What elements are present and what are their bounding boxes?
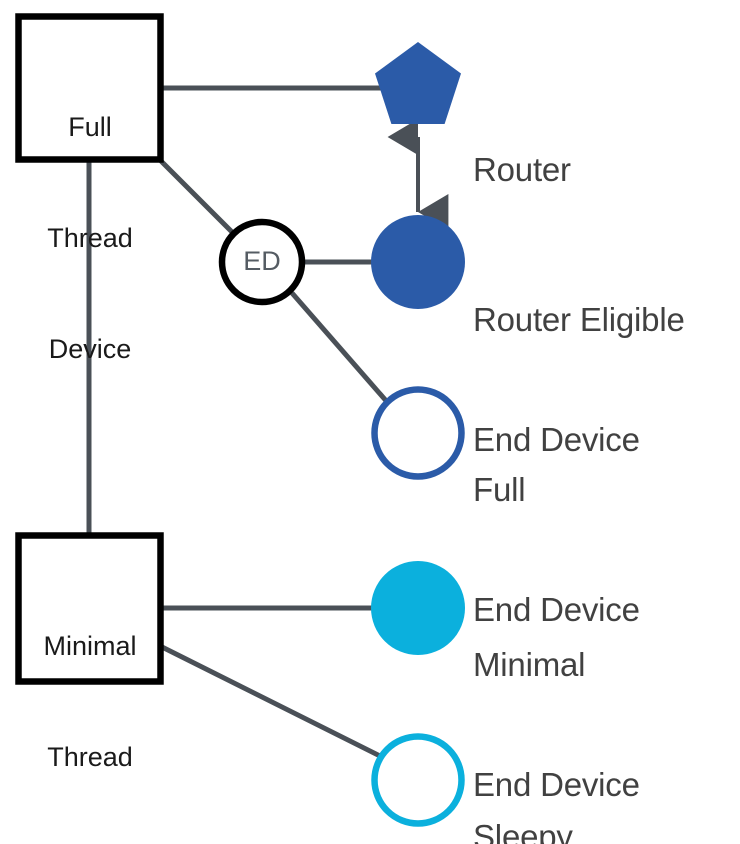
minimal-thread-device-line-1: Minimal — [43, 631, 137, 661]
minimal-end-device-label-line-2: End Device — [473, 766, 640, 803]
router-label-line-1: Router — [473, 151, 571, 188]
router-label: Router — [473, 70, 571, 270]
minimal-thread-device-line-2: Thread — [47, 742, 133, 772]
full-end-device-label-line-2: End Device — [473, 591, 640, 628]
sleepy-end-device-circle-shape[interactable] — [371, 733, 465, 827]
full-thread-device-line-1: Full — [68, 112, 112, 142]
minimal-end-device-label-line-1: Minimal — [473, 646, 586, 683]
minimal-thread-device-box-shape[interactable] — [15, 532, 164, 685]
end-device-junction-label: ED — [243, 246, 281, 276]
end-device-junction-circle-shape[interactable] — [218, 218, 306, 306]
full-thread-device-line-2: Thread — [47, 223, 133, 253]
full-end-device-label: Full End Device — [473, 390, 640, 710]
full-thread-device-box-label: Full Thread Device — [19, 35, 161, 442]
sleepy-end-device-label: Sleepy End Device — [473, 737, 640, 844]
router-eligible-end-device-circle-shape[interactable] — [371, 215, 465, 309]
router-eligible-end-device-label: Router Eligible End Device — [473, 220, 685, 540]
router-eligible-end-device-label-line-1: Router Eligible — [473, 301, 685, 338]
connector-ftd-to-ed — [156, 156, 234, 234]
router-pentagon-shape[interactable] — [375, 42, 461, 124]
full-thread-device-box-shape[interactable] — [15, 13, 164, 163]
full-end-device-circle-shape[interactable] — [371, 386, 465, 480]
full-end-device-label-line-1: Full — [473, 471, 526, 508]
minimal-thread-device-box-label: Minimal Thread Device — [19, 554, 161, 844]
router-eligible-end-device-label-line-2: End Device — [473, 421, 640, 458]
minimal-end-device-circle-shape[interactable] — [371, 561, 465, 655]
full-thread-device-line-3: Device — [48, 334, 132, 364]
connector-ed-to-fed — [290, 291, 390, 405]
connector-mtd-to-sed — [156, 642, 390, 763]
sleepy-end-device-label-line-1: Sleepy — [473, 818, 573, 844]
minimal-end-device-label: Minimal End Device — [473, 565, 640, 844]
